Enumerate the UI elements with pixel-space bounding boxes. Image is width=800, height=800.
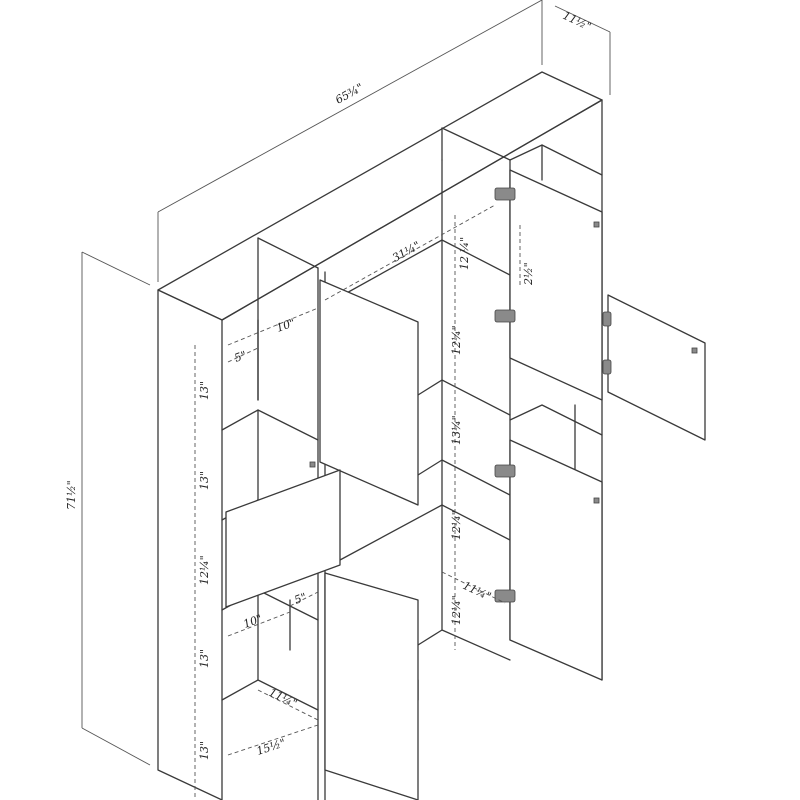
right-shelf-mid <box>509 404 603 436</box>
label-center-h4: 12¼" <box>450 510 463 540</box>
center-shelf-4 <box>417 629 511 661</box>
door-lower-right <box>509 439 603 681</box>
label-lower-niche-width: 10" <box>242 612 264 631</box>
label-overall-width: 65¾" <box>333 81 365 107</box>
left-side-panel <box>157 289 223 800</box>
knob-lower-right <box>593 497 600 504</box>
knob-left-middle <box>309 461 316 468</box>
top-seam-2 <box>441 127 511 161</box>
label-hinge-offset: 2½" <box>522 262 535 286</box>
dim-height-ext-bottom <box>81 727 151 766</box>
hinge-5 <box>602 311 612 327</box>
hinge-6 <box>602 359 612 375</box>
label-left-h4: 13" <box>198 649 211 668</box>
label-left-bottom-width: 15½" <box>255 736 287 758</box>
label-top-niche-width: 10" <box>275 316 297 335</box>
left-shelf-1 <box>221 409 319 441</box>
knob-upper-right <box>593 221 600 228</box>
label-center-h2: 12¼" <box>450 325 463 355</box>
dim-upper-inner-line <box>324 204 496 301</box>
dim-left-bottom-width-line <box>227 724 319 756</box>
label-center-h5: 12¼" <box>450 595 463 625</box>
knob-far-right <box>691 347 698 354</box>
dim-height-ext-top <box>81 251 151 286</box>
hinge-1 <box>494 187 516 201</box>
center-shelf-1 <box>417 379 511 416</box>
dim-lower-small-line <box>289 591 319 607</box>
hinges <box>494 187 612 603</box>
label-center-h3: 13¼" <box>450 415 463 445</box>
dimension-lines <box>81 0 611 800</box>
label-left-h1: 13" <box>198 381 211 400</box>
dim-overall-width-line <box>157 0 543 213</box>
center-shelf-3 <box>339 504 511 561</box>
label-top-niche-small: 5" <box>233 348 249 364</box>
label-left-h3: 12¼" <box>198 555 211 585</box>
door-upper-right <box>509 169 603 401</box>
dim-top-small-line <box>227 347 259 363</box>
dim-top-niche-line <box>227 307 319 346</box>
door-upper-center <box>319 279 419 506</box>
door-lower-center <box>324 572 419 800</box>
label-center-lower-depth: 11¼" <box>461 579 493 603</box>
dim-depth-line <box>554 5 611 33</box>
hinge-4 <box>494 589 516 603</box>
dim-center-depth-line <box>441 571 506 604</box>
label-left-bottom-depth: 11¼" <box>267 686 299 710</box>
hinge-2 <box>494 309 516 323</box>
label-left-h5: 13" <box>198 741 211 760</box>
label-upper-inner-width: 31¼" <box>390 239 422 265</box>
label-top-shelf-height: 12 ¼" <box>458 237 471 270</box>
top-front-edge <box>221 99 603 321</box>
top-seam-1 <box>257 237 319 269</box>
door-left-middle <box>225 469 341 608</box>
label-depth: 11½" <box>561 9 593 33</box>
label-lower-niche-small: 5" <box>293 590 309 606</box>
doors <box>225 169 706 800</box>
center-column-shelves <box>324 159 511 701</box>
hinge-3 <box>494 464 516 478</box>
right-shelf-top <box>509 144 603 176</box>
label-left-h2: 13" <box>198 471 211 490</box>
door-far-right <box>607 294 706 441</box>
right-column-shelves <box>509 144 603 471</box>
label-height: 71½" <box>65 480 78 510</box>
